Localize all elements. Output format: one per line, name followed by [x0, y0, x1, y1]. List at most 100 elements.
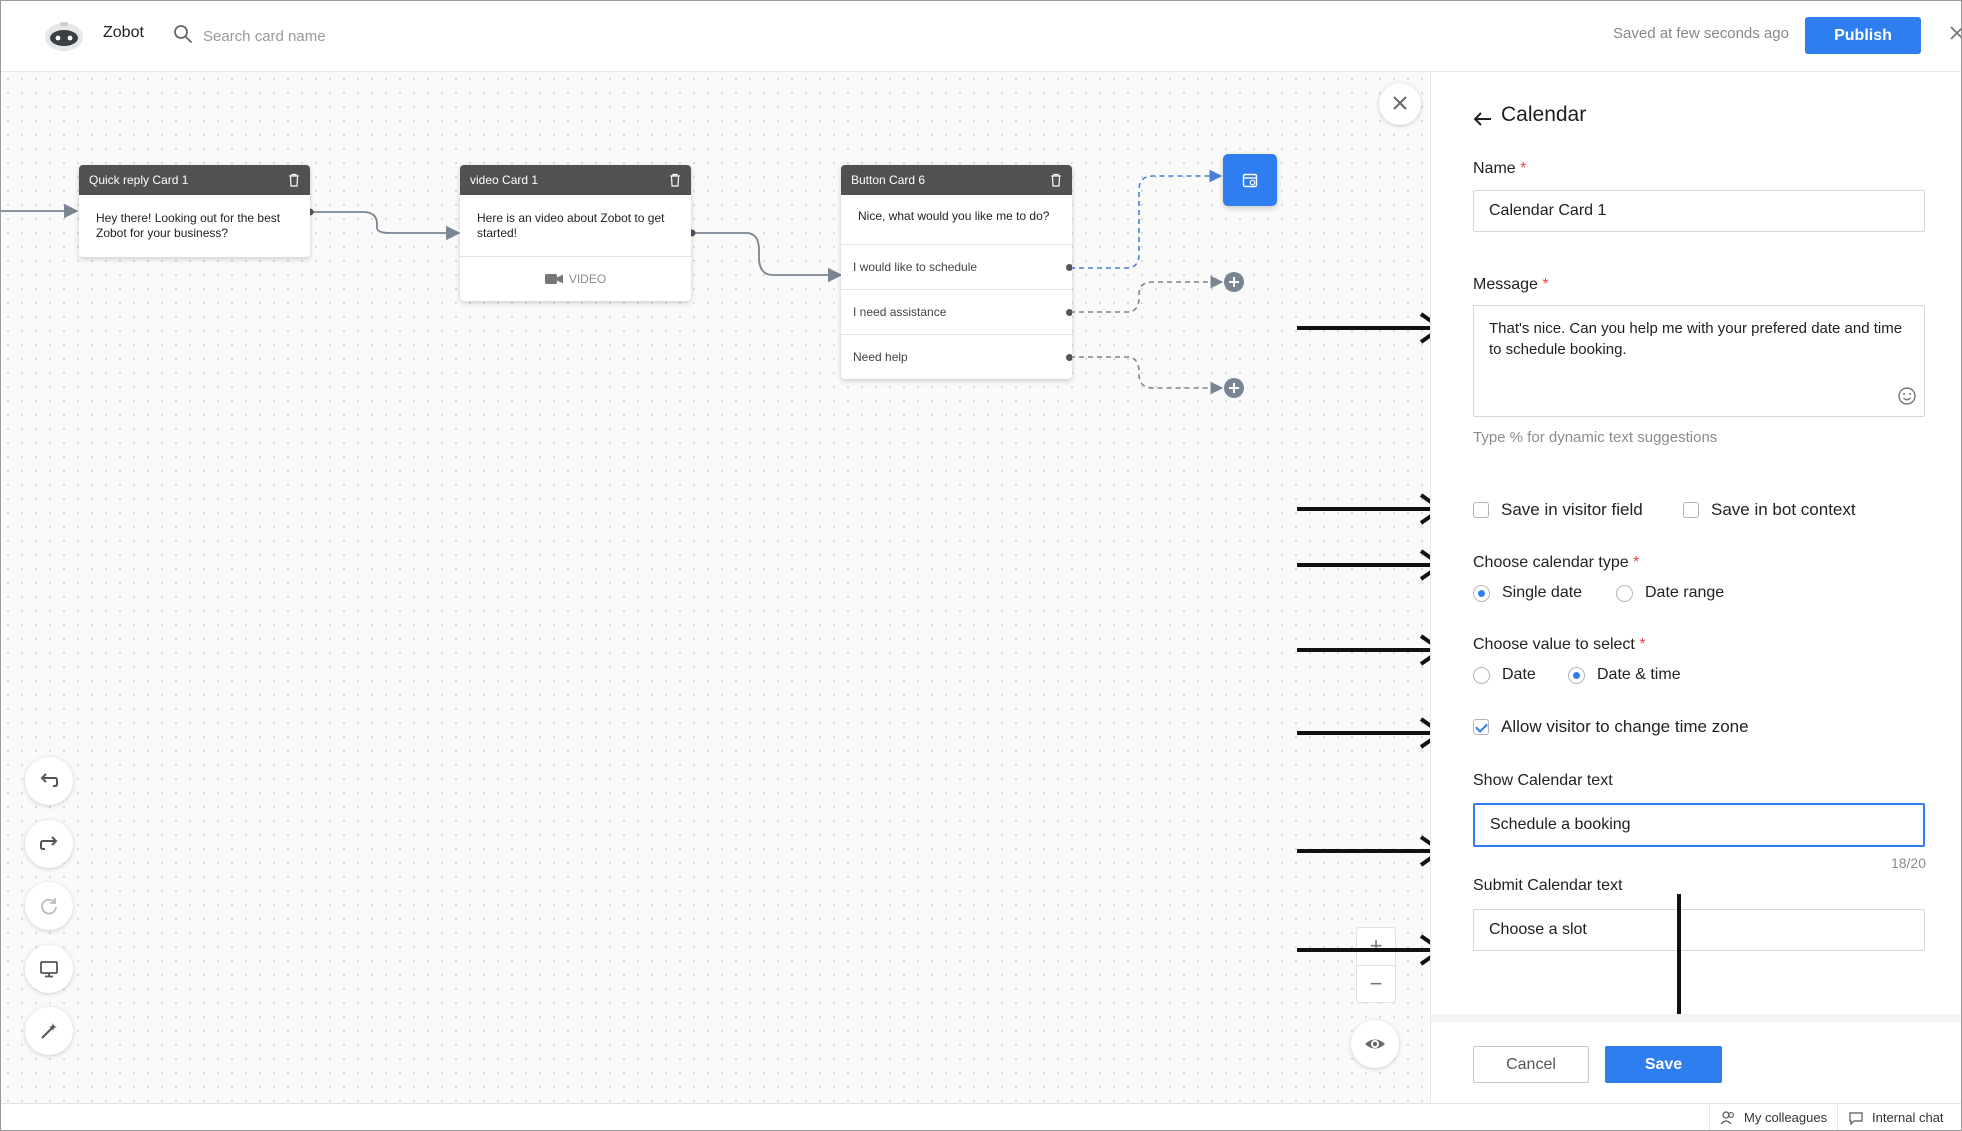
bottom-bar: My colleagues Internal chat	[1, 1103, 1961, 1130]
publish-button[interactable]: Publish	[1805, 17, 1921, 54]
magic-wand-icon	[41, 1023, 57, 1039]
trash-icon[interactable]	[288, 173, 300, 187]
bottom-label: My colleagues	[1744, 1110, 1828, 1125]
show-calendar-text-input[interactable]	[1473, 803, 1925, 847]
message-label: Message *	[1473, 276, 1549, 294]
card-title: Quick reply Card 1	[89, 173, 189, 187]
card-message: Nice, what would you like me to do?	[858, 209, 1050, 223]
value-select-label: Choose value to select *	[1473, 636, 1646, 654]
redo-icon	[40, 836, 58, 850]
trash-icon[interactable]	[1050, 173, 1062, 187]
checkbox[interactable]	[1683, 502, 1699, 518]
save-button[interactable]: Save	[1605, 1046, 1722, 1083]
submit-calendar-text-input[interactable]	[1473, 909, 1925, 951]
monitor-icon	[40, 961, 58, 978]
undo-icon	[40, 773, 58, 787]
show-text-label: Show Calendar text	[1473, 772, 1613, 789]
eye-icon	[1365, 1039, 1385, 1049]
message-field[interactable]: That's nice. Can you help me with your p…	[1473, 305, 1925, 417]
change-timezone-checkbox[interactable]: Allow visitor to change time zone	[1473, 717, 1749, 737]
my-colleagues-link[interactable]: My colleagues	[1709, 1104, 1848, 1130]
display-button[interactable]	[25, 945, 73, 993]
refresh-icon	[41, 898, 57, 915]
annotation-arrow	[1297, 934, 1445, 966]
arrow-left-icon	[1473, 112, 1491, 126]
card-option[interactable]: Need help	[841, 334, 1072, 379]
chat-icon	[1849, 1111, 1863, 1125]
emoji-icon[interactable]	[1897, 386, 1917, 406]
value-select-label-text: Choose value to select	[1473, 636, 1635, 653]
name-label-text: Name	[1473, 160, 1516, 177]
checkbox-label: Save in bot context	[1711, 500, 1856, 519]
calendar-node[interactable]	[1223, 154, 1277, 206]
preview-button[interactable]	[1351, 1020, 1399, 1068]
calendar-icon	[1242, 173, 1258, 188]
save-bot-context-checkbox[interactable]: Save in bot context	[1683, 500, 1856, 520]
calendar-type-label: Choose calendar type *	[1473, 554, 1639, 572]
refresh-button[interactable]	[25, 882, 73, 930]
save-status: Saved at few seconds ago	[1613, 25, 1789, 42]
button-card[interactable]: Button Card 6 Nice, what would you like …	[841, 165, 1072, 379]
checkbox[interactable]	[1473, 502, 1489, 518]
card-message: Here is an video about Zobot to get star…	[477, 211, 665, 240]
radio-date-range[interactable]: Date range	[1616, 584, 1724, 602]
required-mark: *	[1633, 554, 1640, 571]
radio-button[interactable]	[1568, 666, 1585, 684]
card-header: Quick reply Card 1	[79, 165, 310, 195]
radio-button[interactable]	[1616, 584, 1633, 602]
radio-label: Single date	[1502, 584, 1583, 601]
annotation-arrow	[1297, 835, 1445, 867]
name-field[interactable]	[1473, 190, 1925, 232]
close-icon[interactable]	[1947, 21, 1962, 45]
add-node-icon[interactable]	[1223, 271, 1245, 293]
connector-dot[interactable]	[1066, 309, 1072, 316]
save-visitor-field-checkbox[interactable]: Save in visitor field	[1473, 500, 1643, 520]
back-button[interactable]	[1471, 108, 1495, 132]
quick-reply-card[interactable]: Quick reply Card 1 Hey there! Looking ou…	[79, 165, 310, 257]
cancel-button[interactable]: Cancel	[1473, 1046, 1589, 1083]
top-bar: Zobot Saved at few seconds ago Publish	[1, 1, 1961, 72]
app-name: Zobot	[103, 24, 144, 41]
radio-single-date[interactable]: Single date	[1473, 584, 1582, 602]
connector-dot[interactable]	[1066, 264, 1072, 271]
zobot-logo-icon	[45, 22, 83, 51]
radio-date-time[interactable]: Date & time	[1568, 666, 1681, 684]
panel-title: Calendar	[1501, 103, 1587, 126]
close-icon	[1393, 95, 1407, 110]
calendar-type-label-text: Choose calendar type	[1473, 554, 1629, 571]
card-option[interactable]: I need assistance	[841, 289, 1072, 334]
checkbox-label: Save in visitor field	[1501, 500, 1643, 519]
radio-button[interactable]	[1473, 666, 1490, 684]
calendar-settings-panel: Calendar Name * Message * That's nice. C…	[1430, 72, 1961, 1111]
search-input[interactable]	[201, 23, 465, 49]
annotation-arrow	[1297, 493, 1445, 525]
required-mark: *	[1520, 160, 1527, 177]
option-label: I would like to schedule	[853, 260, 978, 274]
radio-label: Date range	[1645, 584, 1725, 601]
video-card[interactable]: video Card 1 Here is an video about Zobo…	[460, 165, 691, 301]
panel-footer: Cancel Save	[1431, 1014, 1961, 1111]
card-option[interactable]: I would like to schedule	[841, 244, 1072, 289]
connector-dot[interactable]	[1066, 354, 1072, 361]
zoom-out-button[interactable]: −	[1357, 965, 1395, 1001]
add-node-icon[interactable]	[1223, 377, 1245, 399]
close-panel-button[interactable]	[1379, 83, 1421, 125]
video-media: VIDEO	[460, 256, 691, 301]
radio-date[interactable]: Date	[1473, 666, 1536, 684]
magic-wand-button[interactable]	[25, 1007, 73, 1055]
name-label: Name *	[1473, 160, 1526, 178]
undo-button[interactable]	[25, 757, 73, 805]
annotation-arrow	[1297, 634, 1445, 666]
people-icon	[1720, 1110, 1734, 1124]
redo-button[interactable]	[25, 820, 73, 868]
card-header: video Card 1	[460, 165, 691, 195]
bottom-label: Internal chat	[1872, 1110, 1944, 1125]
radio-button[interactable]	[1473, 584, 1490, 602]
flow-canvas[interactable]: Quick reply Card 1 Hey there! Looking ou…	[1, 72, 1445, 1103]
trash-icon[interactable]	[669, 173, 681, 187]
annotation-arrow	[1297, 312, 1445, 344]
card-title: Button Card 6	[851, 173, 926, 187]
internal-chat-link[interactable]: Internal chat	[1837, 1104, 1961, 1130]
checkbox[interactable]	[1473, 719, 1489, 735]
card-header: Button Card 6	[841, 165, 1072, 195]
